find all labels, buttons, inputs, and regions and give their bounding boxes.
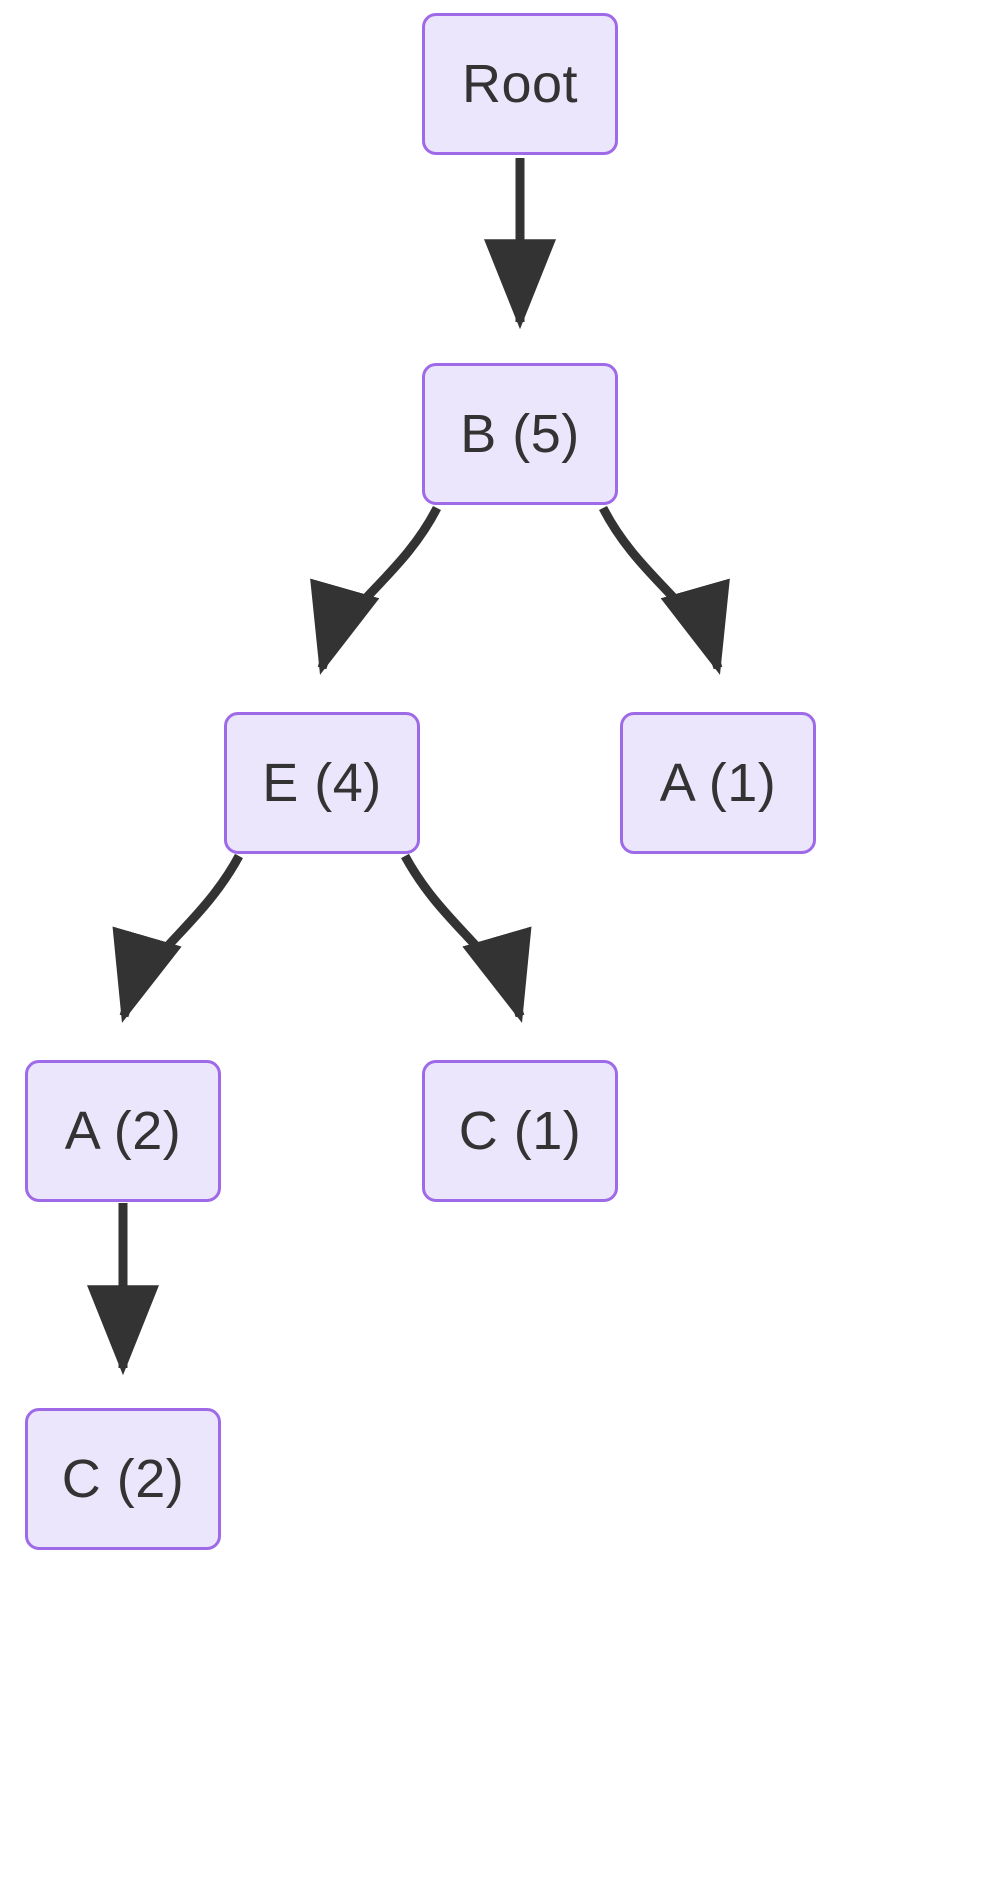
- edge-b5-to-e4: [310, 505, 442, 675]
- node-b5[interactable]: B (5): [422, 363, 618, 505]
- node-root-label: Root: [461, 54, 579, 114]
- node-a1[interactable]: A (1): [620, 712, 816, 854]
- node-a1-label: A (1): [659, 753, 777, 813]
- node-c1-label: C (1): [458, 1101, 582, 1161]
- node-root[interactable]: Root: [422, 13, 618, 155]
- node-c2[interactable]: C (2): [25, 1408, 221, 1550]
- node-b5-label: B (5): [460, 404, 580, 464]
- node-a2-label: A (2): [64, 1101, 182, 1161]
- node-a2[interactable]: A (2): [25, 1060, 221, 1202]
- edge-e4-to-c1: [401, 853, 532, 1023]
- edge-e4-to-a2: [112, 853, 243, 1023]
- node-c2-label: C (2): [61, 1449, 185, 1509]
- node-e4[interactable]: E (4): [224, 712, 420, 854]
- node-e4-label: E (4): [262, 753, 382, 813]
- node-c1[interactable]: C (1): [422, 1060, 618, 1202]
- edge-b5-to-a1: [598, 505, 730, 675]
